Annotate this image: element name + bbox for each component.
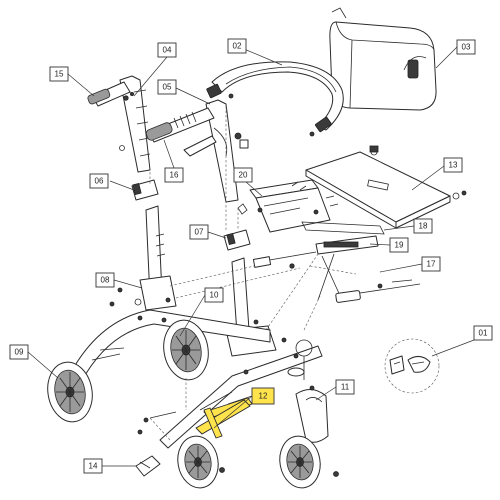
callout-17-label: 17 [427, 260, 436, 269]
assembly-guide-lines [149, 106, 357, 441]
callout-13-label: 13 [449, 161, 458, 170]
callout-04-label: 04 [163, 46, 172, 55]
callout-19-label: 19 [395, 241, 404, 250]
callout-20-label: 20 [239, 171, 248, 180]
callout-17: 17 [421, 256, 441, 272]
callout-01-label: 01 [479, 329, 488, 338]
front-wheel-left [177, 435, 225, 489]
callout-11: 11 [335, 379, 355, 395]
callout-15-label: 15 [55, 70, 64, 79]
callout-08-label: 08 [101, 276, 110, 285]
callout-07-label: 07 [195, 228, 204, 237]
seat-board [305, 145, 467, 229]
side-frame [65, 309, 271, 389]
callout-12-label: 12 [259, 392, 268, 401]
callout-04: 04 [157, 42, 177, 58]
callout-01: 01 [473, 325, 493, 341]
callout-09-label: 09 [15, 348, 24, 357]
callout-10: 10 [204, 287, 224, 303]
backrest-strap [206, 61, 344, 137]
callout-10-label: 10 [210, 291, 219, 300]
callout-16: 16 [164, 167, 184, 183]
detail-circle [384, 338, 440, 394]
callout-14: 14 [83, 458, 103, 474]
callout-14-label: 14 [89, 462, 98, 471]
cross-brace [252, 235, 421, 303]
callout-15: 15 [49, 66, 69, 82]
callout-05: 05 [157, 79, 177, 95]
foot-tip [135, 455, 161, 477]
left-handle-assembly [87, 75, 151, 173]
callout-07: 07 [189, 224, 209, 240]
storage-bag [329, 7, 437, 111]
callout-19: 19 [389, 237, 409, 253]
callout-09: 09 [9, 344, 29, 360]
callout-18-label: 18 [419, 222, 428, 231]
callout-11-label: 11 [341, 383, 350, 392]
callout-06-label: 06 [95, 177, 104, 186]
seat-bracket [249, 179, 385, 235]
callout-18: 18 [413, 218, 433, 234]
callout-03-label: 03 [462, 43, 471, 52]
lower-front-frame [137, 345, 323, 449]
callout-06: 06 [89, 173, 109, 189]
left-upright-frame [109, 179, 177, 311]
callout-08: 08 [95, 272, 115, 288]
callout-03: 03 [456, 39, 476, 55]
right-handle-assembly [145, 99, 249, 215]
callout-16-label: 16 [170, 171, 179, 180]
rear-wheel-right [163, 319, 209, 381]
callout-05-label: 05 [163, 83, 172, 92]
leader-lines [27, 45, 475, 467]
rear-wheel-left [47, 361, 93, 423]
part-12-brace-highlighted [195, 397, 253, 439]
callout-12-highlighted: 12 [251, 387, 275, 405]
callout-20: 20 [233, 167, 253, 183]
callout-02: 02 [227, 38, 247, 54]
callout-13: 13 [443, 157, 463, 173]
callout-02-label: 02 [233, 42, 242, 51]
front-caster-fork [287, 339, 329, 443]
front-wheel-right [279, 435, 339, 489]
